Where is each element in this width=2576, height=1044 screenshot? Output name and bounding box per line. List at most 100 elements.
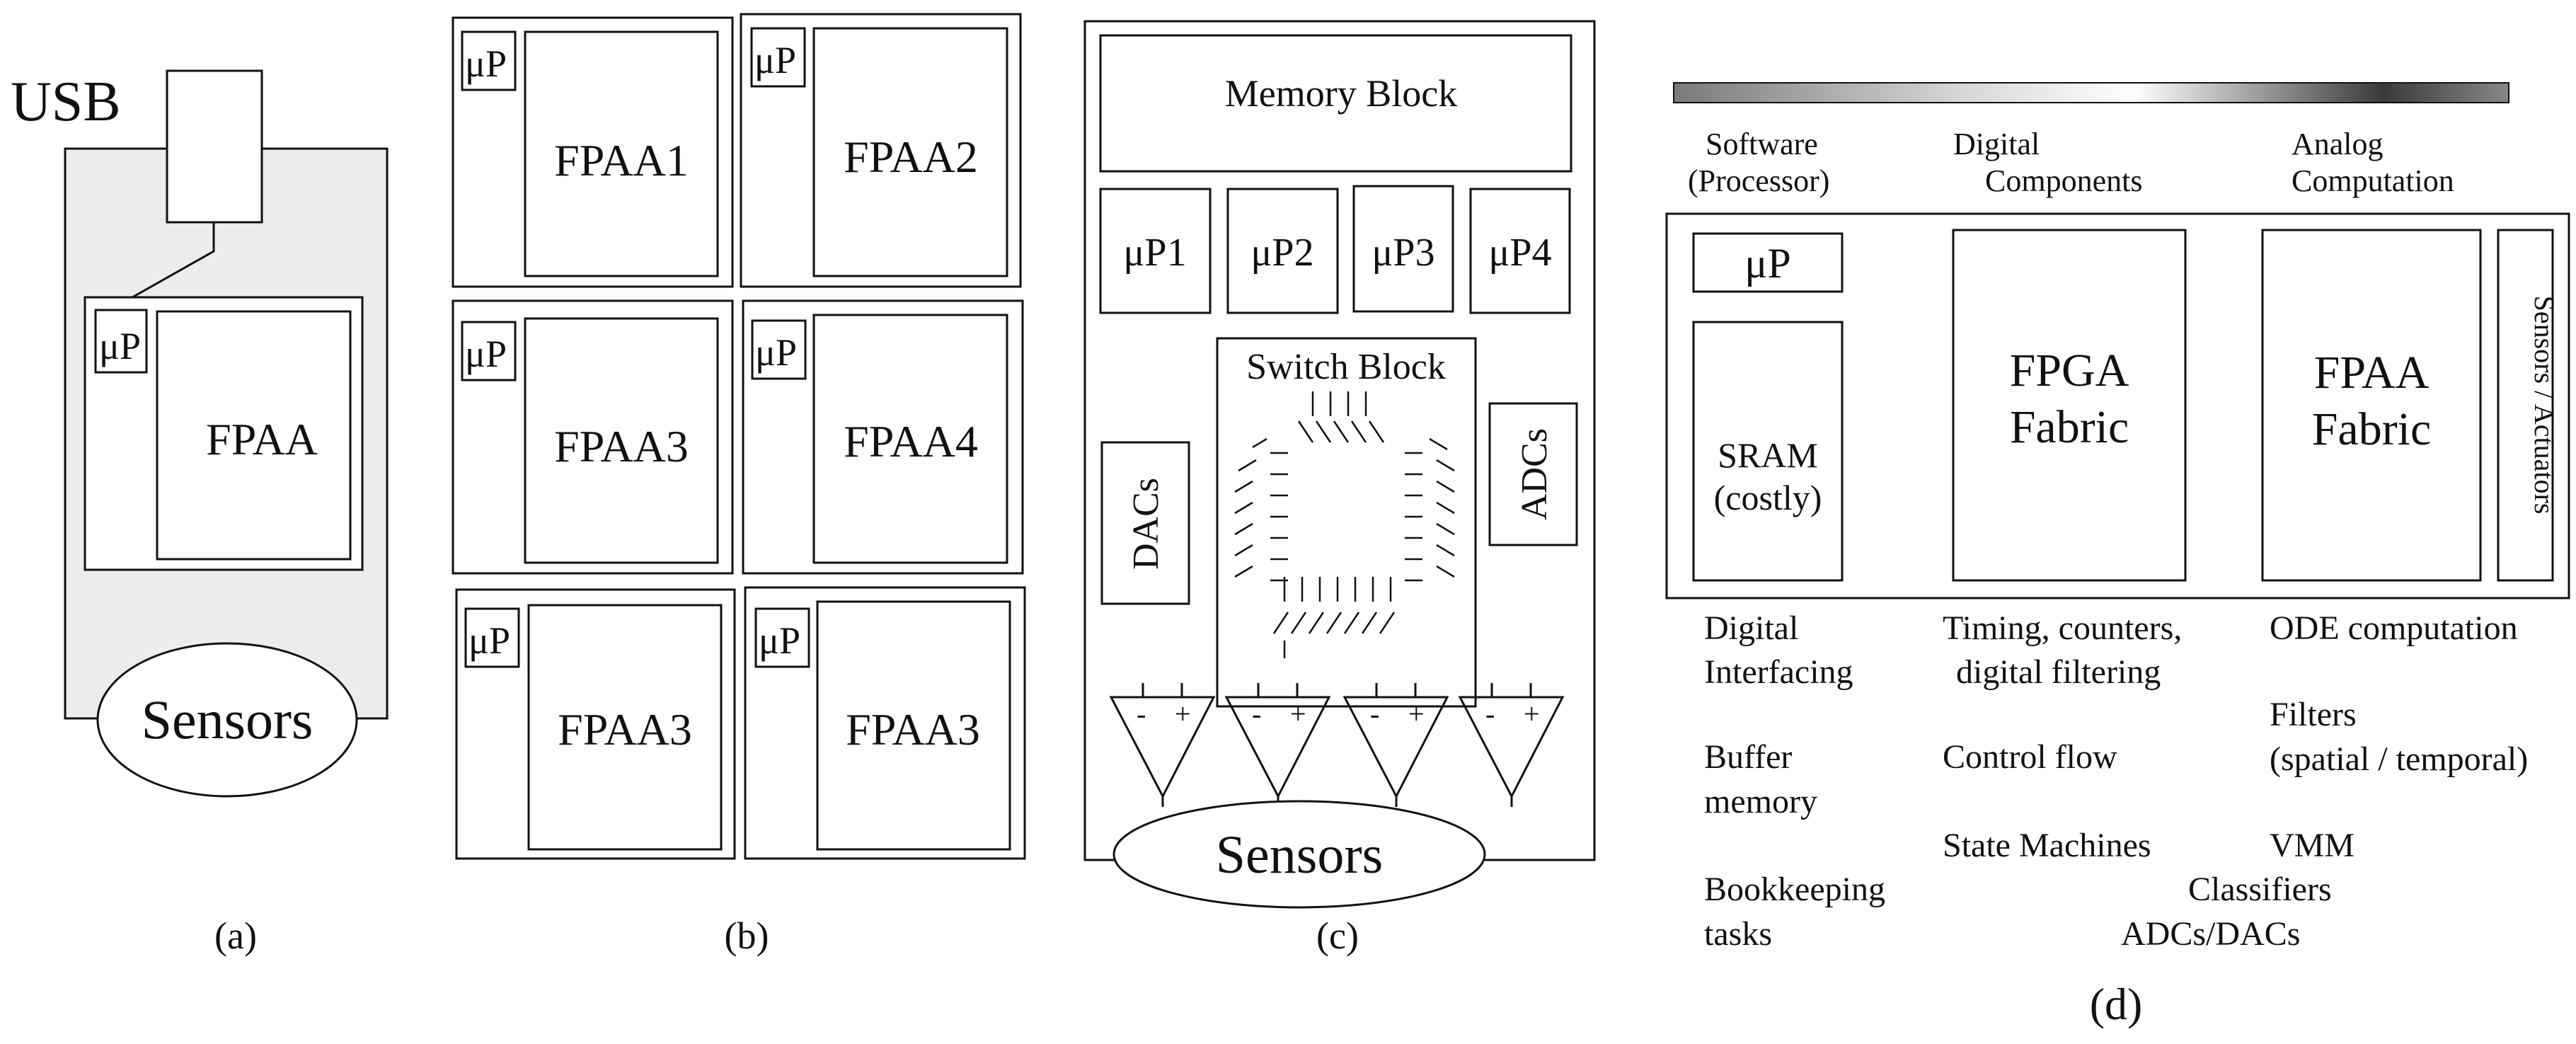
amp-plus: + [1290, 698, 1306, 730]
col-software-line2: (Processor) [1688, 164, 1829, 198]
fpga-line2: Fabric [2010, 401, 2129, 453]
system-outline [1665, 212, 2570, 600]
caption-b: (b) [725, 914, 769, 957]
usb-label: USB [11, 71, 121, 133]
analog-task-2-line2: (spatial / temporal) [2270, 740, 2528, 778]
sensors-ellipse [96, 642, 358, 798]
board-3: μP FPAA3 [452, 299, 734, 575]
col-software-line1: Software [1706, 127, 1818, 161]
board-label: FPAA3 [558, 704, 692, 755]
adcs-box [1488, 402, 1578, 546]
up-label: μP [754, 39, 796, 81]
sensors-label: Sensors [1216, 825, 1383, 885]
memory-block [1099, 34, 1572, 173]
sensors-actuators-label: Sensors / Actuators [2529, 296, 2560, 515]
board-1: μP FPAA1 [452, 16, 734, 288]
chip-outline [1083, 20, 1596, 861]
panel-d: Software (Processor) Digital Components … [1665, 82, 2570, 1029]
up-label: μP [759, 619, 800, 662]
col-analog-line1: Analog [2292, 127, 2384, 161]
board-label: FPAA2 [844, 132, 978, 182]
up2-box [1226, 188, 1339, 314]
board-5: μP FPAA3 [455, 588, 736, 860]
amplifier-4: - + [1458, 683, 1565, 807]
up-label: μP [99, 325, 141, 367]
board-6: μP FPAA3 [744, 586, 1026, 860]
software-task-1-line2: Interfacing [1704, 653, 1853, 691]
fpaa-line1: FPAA [2314, 347, 2430, 398]
spectrum-bar [1673, 82, 2509, 103]
board-label: FPAA3 [846, 704, 980, 755]
dacs-box [1100, 441, 1190, 605]
amp-minus: - [1137, 698, 1146, 730]
amp-minus: - [1252, 698, 1261, 730]
digital-task-2: Control flow [1943, 738, 2117, 776]
caption-c: (c) [1316, 914, 1359, 957]
analog-task-1: ODE computation [2270, 609, 2518, 647]
switch-block-label: Switch Block [1246, 347, 1446, 387]
fpaa-fabric-box [2261, 229, 2482, 582]
board-label: FPAA4 [844, 416, 978, 466]
fpaa-line2: Fabric [2312, 403, 2432, 455]
usb-connector [166, 69, 263, 224]
up1-box [1099, 188, 1212, 314]
panel-a: USB μP FPAA Sensors (a) [11, 69, 389, 957]
panel-c: Memory Block μP1 μP2 μP3 μP4 Switch Bloc… [1083, 20, 1596, 957]
amp-plus: + [1408, 698, 1425, 730]
panel-b: μP FPAA1 μP FPAA2 μP FPAA3 μP FPAA4 [452, 13, 1026, 957]
amp-plus: + [1524, 698, 1540, 730]
up1-label: μP1 [1123, 231, 1186, 275]
up-label: μP [755, 331, 797, 374]
amp-plus: + [1175, 698, 1191, 730]
software-task-2-line1: Buffer [1704, 738, 1792, 776]
software-task-3-line2: tasks [1704, 915, 1772, 953]
amp-minus: - [1370, 698, 1379, 730]
memory-block-label: Memory Block [1225, 72, 1457, 115]
up-label: μP [468, 619, 510, 662]
board-label: FPAA1 [554, 135, 689, 185]
switch-block [1216, 337, 1477, 708]
board-2: μP FPAA2 [740, 13, 1022, 288]
col-digital-line2: Components [1985, 164, 2142, 198]
up-label: μP [1744, 240, 1791, 287]
digital-task-3: State Machines [1943, 827, 2151, 864]
caption-a: (a) [214, 914, 257, 957]
fpga-line1: FPGA [2010, 345, 2129, 396]
up-box [1692, 232, 1844, 293]
sram-box [1692, 321, 1844, 582]
up3-label: μP3 [1372, 231, 1434, 275]
col-analog-line2: Computation [2292, 164, 2454, 198]
software-task-1-line1: Digital [1704, 609, 1798, 647]
up4-label: μP4 [1488, 231, 1551, 275]
amp-minus: - [1485, 698, 1495, 730]
software-task-2-line2: memory [1704, 783, 1817, 820]
digital-task-1-line1: Timing, counters, [1943, 609, 2182, 647]
amplifier-3: - + [1342, 683, 1449, 807]
up2-label: μP2 [1250, 231, 1313, 275]
fpaa-chip [156, 310, 352, 561]
up4-box [1469, 188, 1571, 314]
fpaa-label: FPAA [206, 414, 318, 464]
digital-task-1-line2: digital filtering [1948, 653, 2161, 691]
up-label: μP [465, 333, 507, 375]
software-task-3-line1: Bookkeeping [1704, 871, 1885, 908]
up-label: μP [465, 42, 507, 85]
analog-task-5: ADCs/DACs [2121, 915, 2300, 953]
analog-task-4: Classifiers [2188, 871, 2332, 908]
sensors-ellipse [1112, 800, 1486, 909]
sensors-label: Sensors [142, 689, 314, 750]
switch-matrix [1234, 391, 1455, 658]
sensors-actuators-box [2497, 229, 2554, 582]
analog-task-2-line1: Filters [2270, 696, 2357, 733]
up-box [94, 309, 148, 374]
fpga-fabric-box [1952, 229, 2187, 582]
board-label: FPAA3 [554, 421, 689, 471]
sram-line1: SRAM [1718, 435, 1818, 475]
analog-task-3: VMM [2270, 827, 2354, 864]
sram-line2: (costly) [1714, 478, 1822, 517]
up3-box [1352, 185, 1454, 313]
col-digital-line1: Digital [1953, 127, 2040, 161]
adcs-label: ADCs [1514, 428, 1555, 520]
amplifier-1: - + [1109, 683, 1216, 807]
